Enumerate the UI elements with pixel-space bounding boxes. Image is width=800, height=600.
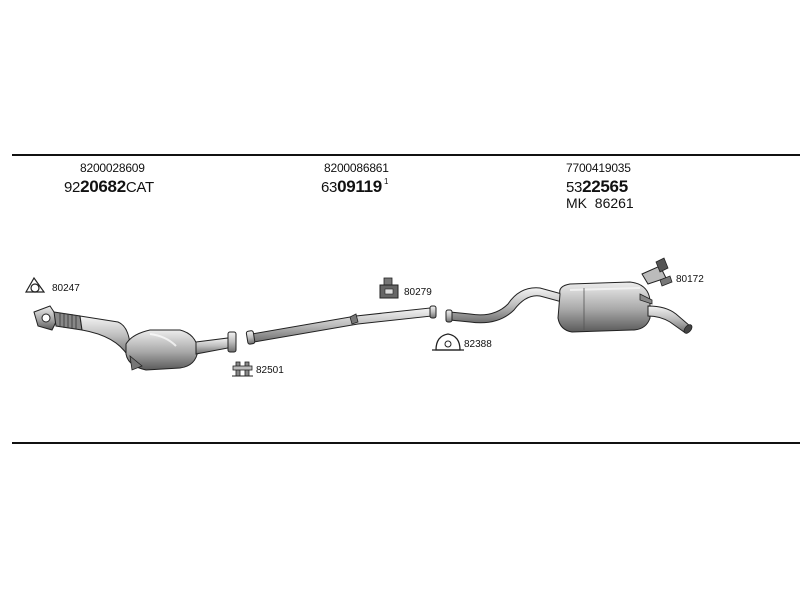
part-suffix: CAT [125, 179, 154, 196]
accessory-label-80172: 80172 [676, 274, 704, 285]
part-prefix: 53 [566, 179, 583, 196]
part-main: 09119 [337, 177, 382, 196]
part-prefix: 92 [64, 179, 81, 196]
catalytic-converter-pipe [33, 305, 237, 371]
rear-silencer [445, 281, 693, 334]
bottom-divider-line [12, 442, 800, 444]
oe-number-catalytic-converter: 8200028609 [80, 161, 145, 175]
part-number-rear-silencer: 5322565 [566, 178, 628, 195]
accessory-label-80247: 80247 [52, 283, 80, 294]
mounting-bracket-icon [641, 257, 673, 287]
accessory-label-82501: 82501 [256, 365, 284, 376]
pipe-clamp-icon [432, 333, 464, 351]
part-main: 22565 [582, 177, 628, 196]
bolt-clamp-icon [232, 361, 253, 377]
gasket-ring-icon [24, 276, 46, 293]
part-suffix: 1 [383, 177, 389, 186]
mk-number: 86261 [594, 195, 634, 211]
rubber-hanger-icon [379, 277, 399, 299]
accessory-label-80279: 80279 [404, 287, 432, 298]
oe-number-rear-silencer: 7700419035 [566, 161, 631, 175]
part-prefix: 63 [321, 179, 338, 196]
oe-number-middle-pipe: 8200086861 [324, 161, 389, 175]
mk-label: MK [566, 195, 587, 211]
part-number-catalytic-converter: 9220682CAT [64, 178, 154, 195]
accessory-label-82388: 82388 [464, 339, 492, 350]
top-divider-line [12, 154, 800, 156]
mounting-kit-number: MK 86261 [566, 196, 634, 210]
part-main: 20682 [80, 177, 126, 196]
middle-pipe [245, 305, 437, 345]
